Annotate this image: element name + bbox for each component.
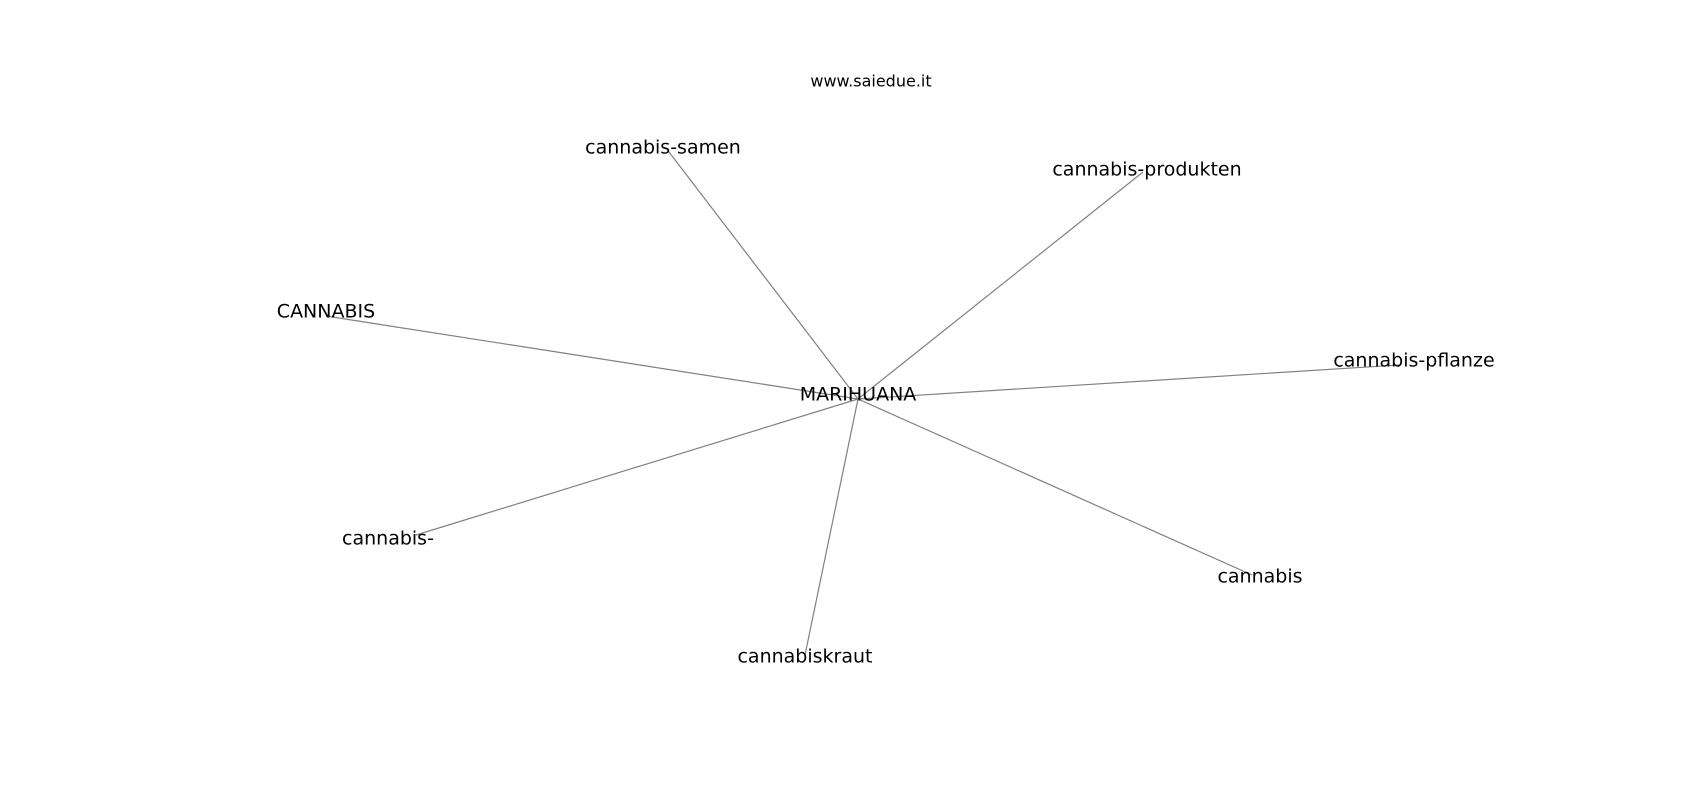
node-label-cannabis-samen-1: cannabis-samen bbox=[585, 137, 741, 159]
edges-layer bbox=[325, 151, 1400, 656]
nodes-layer: MARIHUANA cannabis-samen cannabis-produkte… bbox=[277, 137, 1495, 668]
edge-marihuana-to-cannabis-samen-0 bbox=[668, 151, 859, 400]
node-label-marihuana-0: MARIHUANA bbox=[800, 384, 917, 406]
node-label-cannabis-3: CANNABIS bbox=[277, 301, 375, 323]
node-label-cannabis-produkten-2: cannabis-produkten bbox=[1052, 159, 1241, 181]
edge-marihuana-to-cannabis-5 bbox=[857, 398, 1253, 576]
watermark-text: www.saiedue.it bbox=[810, 72, 931, 91]
edge-marihuana-to-cannabis-2 bbox=[325, 315, 859, 400]
edge-marihuana-to-cannabis-4 bbox=[415, 398, 859, 536]
node-label-cannabis-5: cannabis- bbox=[342, 528, 434, 550]
edge-marihuana-to-cannabiskraut-6 bbox=[804, 398, 859, 656]
edge-marihuana-to-cannabis-produkten-1 bbox=[857, 171, 1144, 400]
edge-marihuana-to-cannabis-pflanze-3 bbox=[857, 364, 1400, 400]
node-label-cannabiskraut-7: cannabiskraut bbox=[737, 646, 872, 668]
node-label-cannabis-6: cannabis bbox=[1217, 566, 1302, 588]
node-label-cannabis-pflanze-4: cannabis-pflanze bbox=[1333, 350, 1494, 372]
